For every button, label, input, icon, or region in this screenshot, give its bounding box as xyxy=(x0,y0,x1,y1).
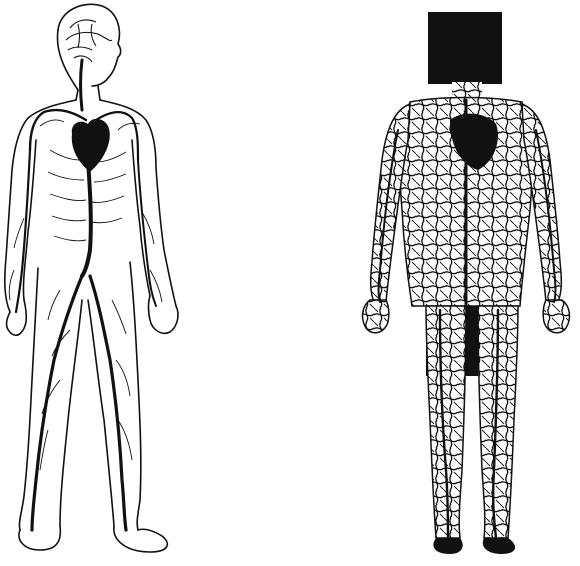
arterial-circulation-figure xyxy=(0,0,290,566)
right-figure-svg xyxy=(290,0,580,566)
heart xyxy=(72,119,110,172)
brain-vessels xyxy=(66,20,112,62)
dense-vascular-network-figure xyxy=(290,0,580,566)
left-figure-svg xyxy=(0,0,290,566)
